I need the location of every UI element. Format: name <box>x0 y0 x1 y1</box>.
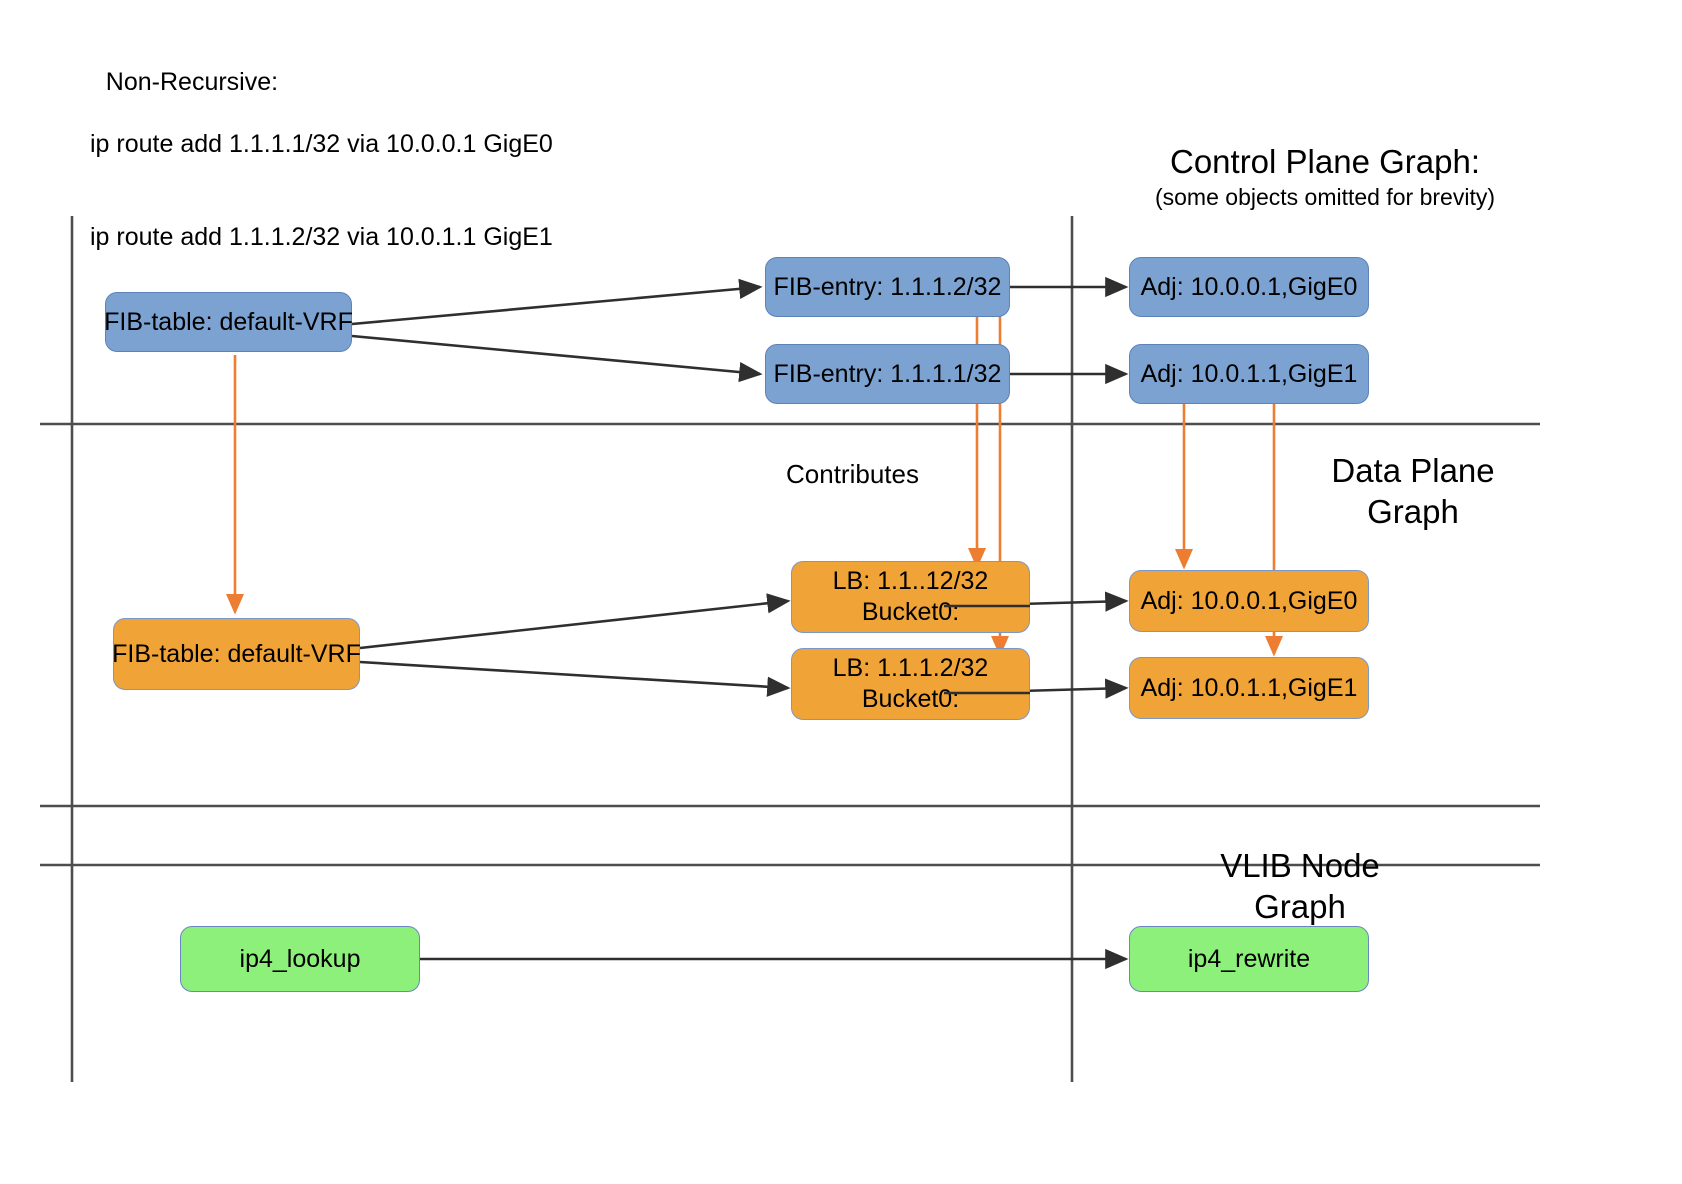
contributes-label: Contributes <box>786 459 919 489</box>
vlib-title-line-1: VLIB Node <box>1220 847 1380 884</box>
data-plane-loadbalance-node-top[interactable]: LB: 1.1..12/32 Bucket0: <box>791 561 1030 633</box>
control-plane-header: Control Plane Graph: (some objects omitt… <box>1110 142 1540 212</box>
control-plane-fib-entry-node-bottom[interactable]: FIB-entry: 1.1.1.1/32 <box>765 344 1010 404</box>
data-plane-fib-table-label: FIB-table: default-VRF <box>112 639 361 668</box>
data-plane-loadbalance-bucket-top: Bucket0: <box>861 598 960 626</box>
data-plane-loadbalance-label-top: LB: 1.1..12/32 <box>832 567 989 595</box>
route-config-title: Non-Recursive: <box>105 68 279 96</box>
data-plane-loadbalance-label-bottom: LB: 1.1.1.2/32 <box>832 654 989 682</box>
data-plane-title-line-1: Data Plane <box>1331 452 1495 489</box>
control-plane-fib-entry-label-bottom: FIB-entry: 1.1.1.1/32 <box>773 359 1002 388</box>
data-plane-adjacency-node-top[interactable]: Adj: 10.0.0.1,GigE0 <box>1129 570 1369 632</box>
data-plane-header: Data Plane Graph <box>1268 450 1558 532</box>
vlib-header: VLIB Node Graph <box>1150 845 1450 927</box>
control-plane-fib-table-node[interactable]: FIB-table: default-VRF <box>104 292 353 352</box>
control-plane-fib-entry-label-top: FIB-entry: 1.1.1.2/32 <box>773 272 1002 301</box>
vlib-node-ip4-rewrite[interactable]: ip4_rewrite <box>1129 926 1369 992</box>
control-plane-fib-entry-node-top[interactable]: FIB-entry: 1.1.1.2/32 <box>765 257 1010 317</box>
vlib-node-ip4-lookup[interactable]: ip4_lookup <box>180 926 420 992</box>
data-plane-adjacency-node-bottom[interactable]: Adj: 10.0.1.1,GigE1 <box>1129 657 1369 719</box>
data-plane-title-line-2: Graph <box>1367 493 1459 530</box>
data-plane-adjacency-label-bottom: Adj: 10.0.1.1,GigE1 <box>1140 673 1358 702</box>
route-config-text: Non-Recursive: ip route add 1.1.1.1/32 v… <box>78 36 553 315</box>
contributes-arrows <box>225 310 1284 657</box>
control-plane-fib-table-label: FIB-table: default-VRF <box>104 307 353 336</box>
control-plane-adjacency-label-bottom: Adj: 10.0.1.1,GigE1 <box>1140 359 1358 388</box>
control-plane-adjacency-node-bottom[interactable]: Adj: 10.0.1.1,GigE1 <box>1129 344 1369 404</box>
data-plane-loadbalance-bucket-bottom: Bucket0: <box>861 685 960 713</box>
vlib-node-ip4-rewrite-label: ip4_rewrite <box>1187 944 1311 973</box>
data-plane-adjacency-label-top: Adj: 10.0.0.1,GigE0 <box>1140 586 1358 615</box>
route-config-line-1: ip route add 1.1.1.1/32 via 10.0.0.1 Gig… <box>90 130 553 158</box>
control-plane-adjacency-node-top[interactable]: Adj: 10.0.0.1,GigE0 <box>1129 257 1369 317</box>
data-plane-fib-table-node[interactable]: FIB-table: default-VRF <box>112 618 361 690</box>
vlib-title-line-2: Graph <box>1254 888 1346 925</box>
control-plane-title: Control Plane Graph: <box>1169 143 1480 180</box>
route-config-line-2: ip route add 1.1.1.2/32 via 10.0.1.1 Gig… <box>90 223 553 251</box>
data-plane-loadbalance-node-bottom[interactable]: LB: 1.1.1.2/32 Bucket0: <box>791 648 1030 720</box>
control-plane-note: (some objects omitted for brevity) <box>1154 184 1495 210</box>
control-plane-adjacency-label-top: Adj: 10.0.0.1,GigE0 <box>1140 272 1358 301</box>
vlib-node-ip4-lookup-label: ip4_lookup <box>239 944 361 973</box>
